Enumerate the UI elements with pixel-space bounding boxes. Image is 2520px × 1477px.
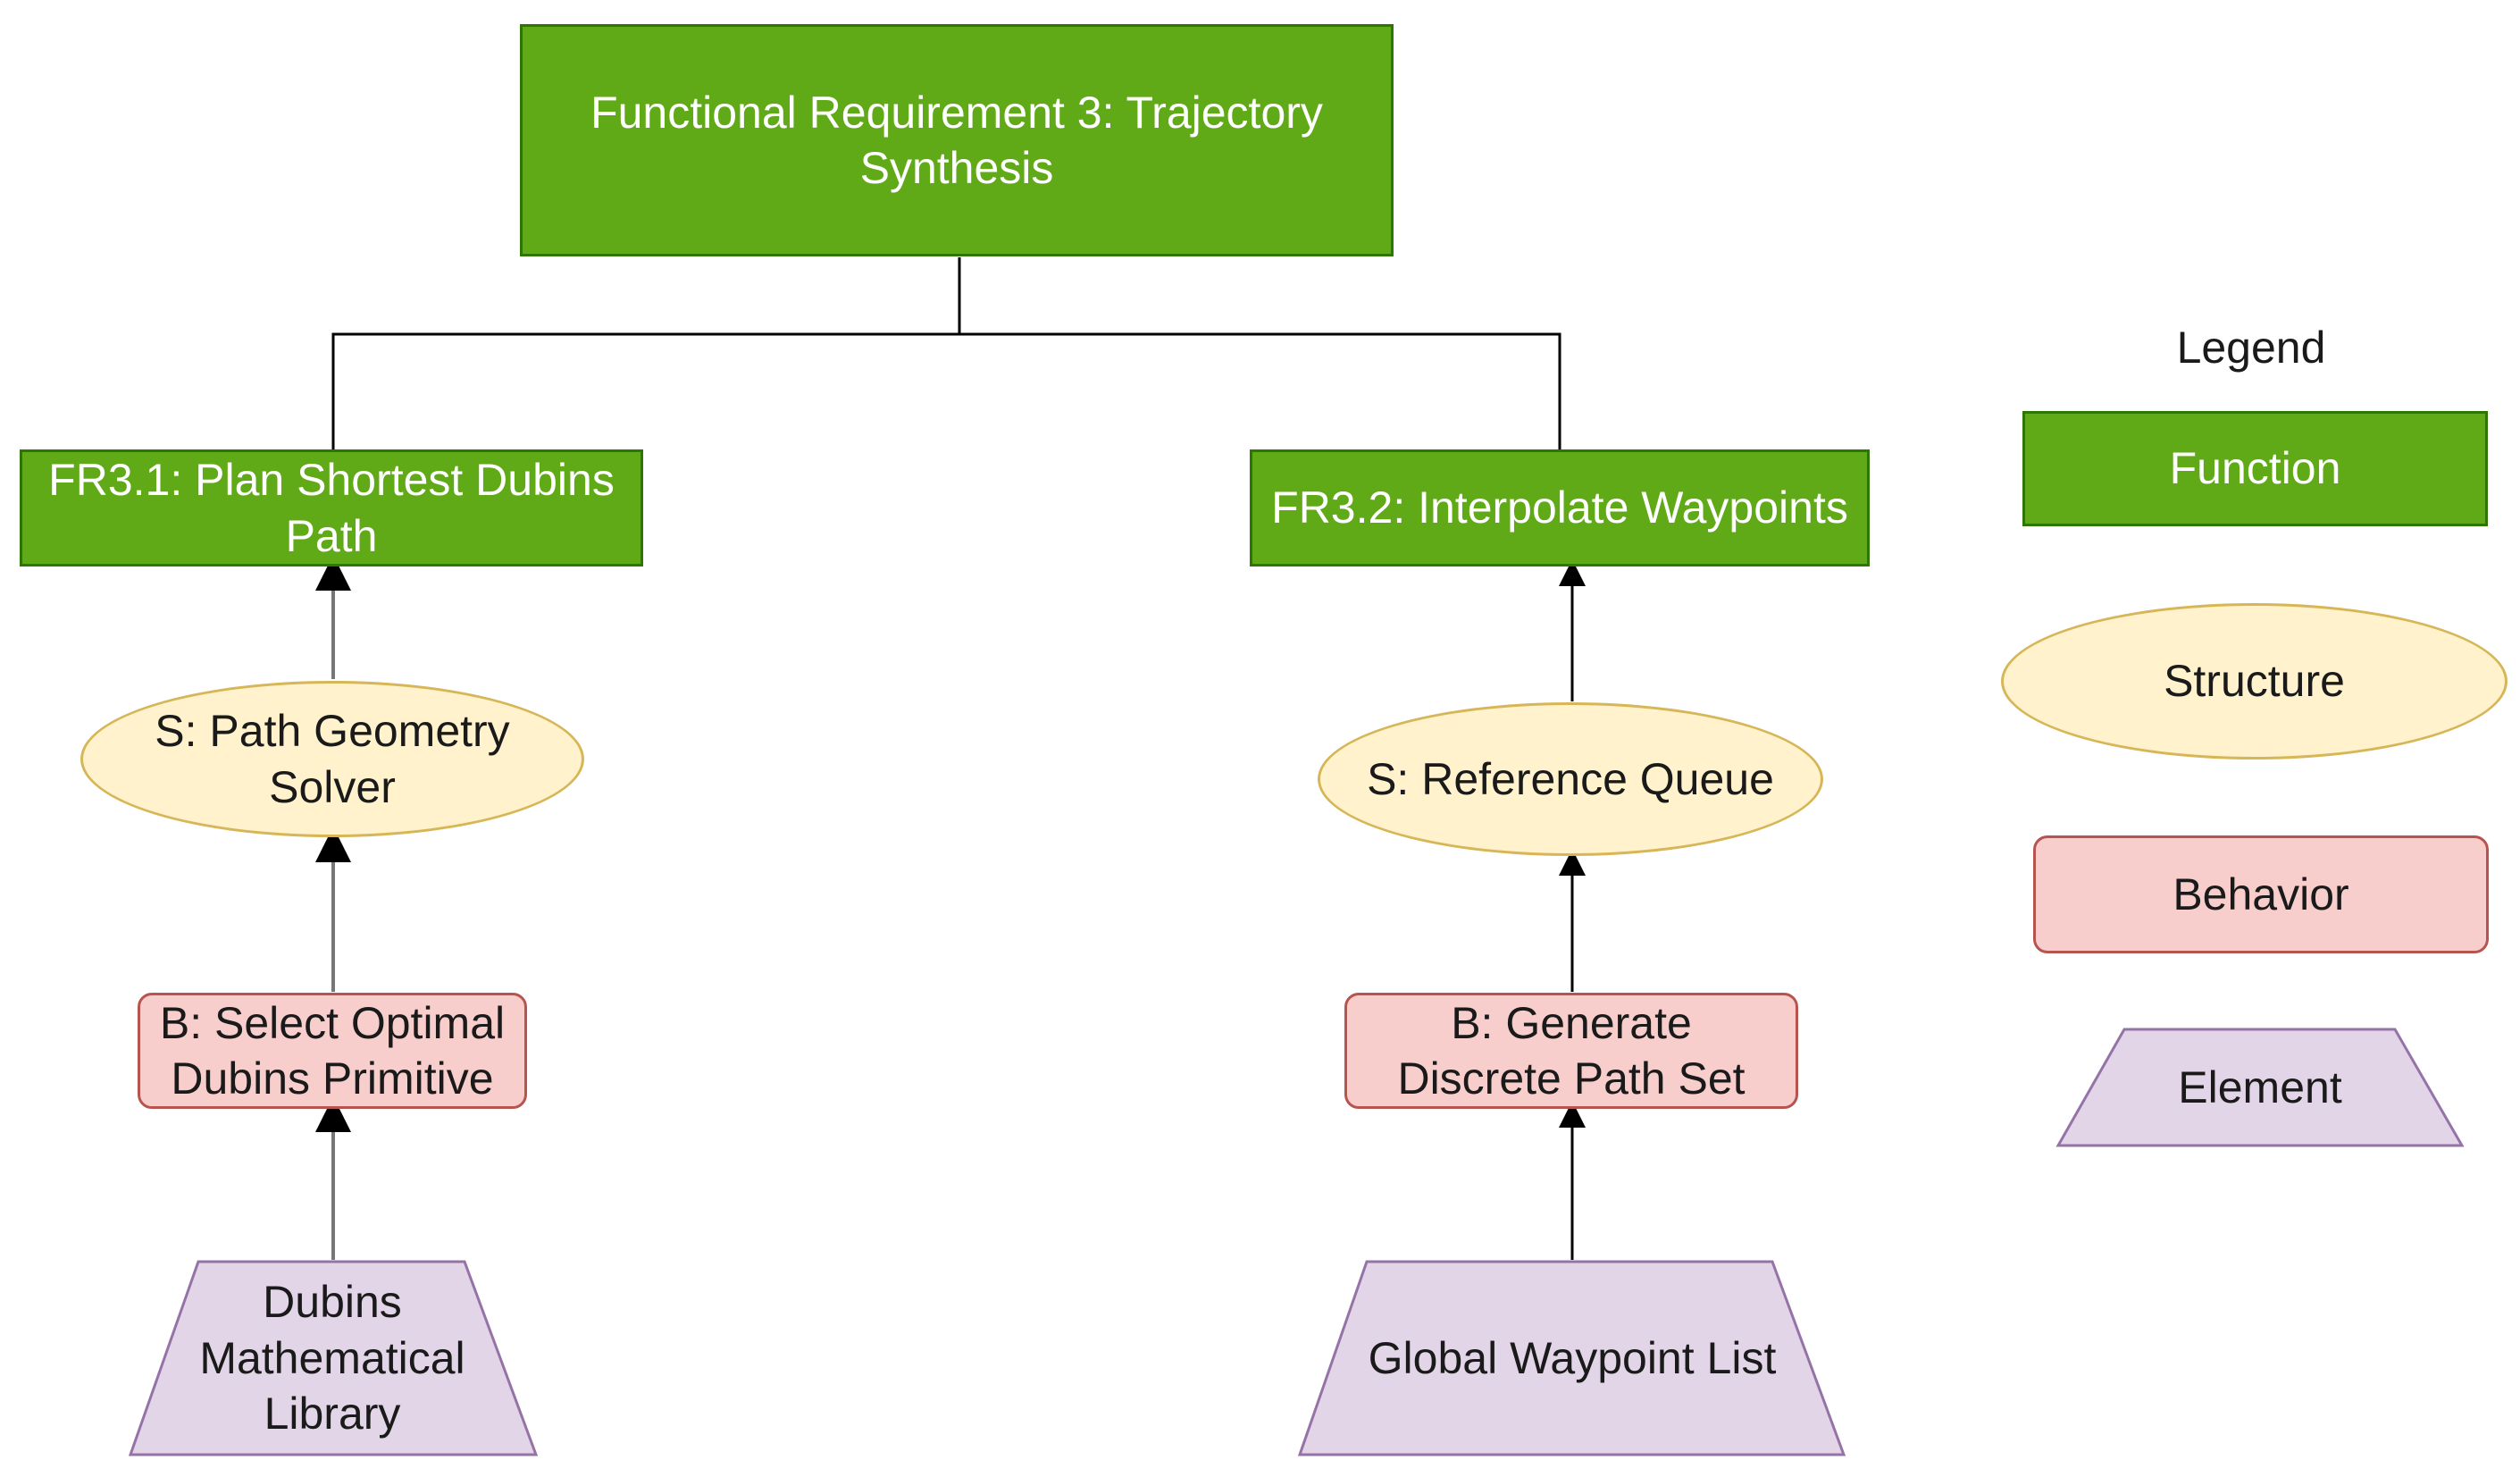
behavior-node-2: B: Generate Discrete Path Set	[1344, 993, 1798, 1109]
function-node-1: FR3.1: Plan Shortest Dubins Path	[20, 449, 643, 566]
function-label-1: FR3.1: Plan Shortest Dubins Path	[48, 455, 615, 561]
legend-title: Legend	[2176, 323, 2326, 373]
legend-structure-swatch: Structure	[2001, 603, 2507, 759]
function-node-2: FR3.2: Interpolate Waypoints	[1250, 449, 1870, 566]
legend-function-swatch: Function	[2022, 411, 2488, 526]
behavior-label-2: B: Generate Discrete Path Set	[1397, 997, 1746, 1104]
behavior-node-1: B: Select Optimal Dubins Primitive	[138, 993, 527, 1109]
root-function-label: Functional Requirement 3: Trajectory Syn…	[590, 87, 1323, 194]
root-function-node: Functional Requirement 3: Trajectory Syn…	[520, 24, 1394, 256]
legend-element-label: Element	[2178, 1062, 2342, 1112]
legend-element-trapezoid	[2055, 1028, 2465, 1147]
element-label-1: Dubins Mathematical Library	[199, 1277, 465, 1439]
element-trapezoid-1	[128, 1260, 539, 1456]
function-label-2: FR3.2: Interpolate Waypoints	[1271, 483, 1848, 533]
legend-structure-label: Structure	[2164, 656, 2345, 707]
legend-function-label: Function	[2169, 443, 2341, 494]
connector-root-to-fr31	[331, 257, 961, 449]
structure-label-1: S: Path Geometry Solver	[155, 706, 510, 812]
element-trapezoid-2	[1297, 1260, 1846, 1456]
structure-node-1: S: Path Geometry Solver	[80, 681, 584, 837]
structure-node-2: S: Reference Queue	[1318, 702, 1823, 856]
connector-root-to-fr32	[959, 332, 1561, 449]
behavior-label-1: B: Select Optimal Dubins Primitive	[159, 997, 506, 1104]
legend-behavior-swatch: Behavior	[2033, 835, 2489, 953]
legend-behavior-label: Behavior	[2173, 869, 2349, 919]
structure-label-2: S: Reference Queue	[1367, 753, 1774, 804]
element-label-2: Global Waypoint List	[1368, 1332, 1777, 1383]
